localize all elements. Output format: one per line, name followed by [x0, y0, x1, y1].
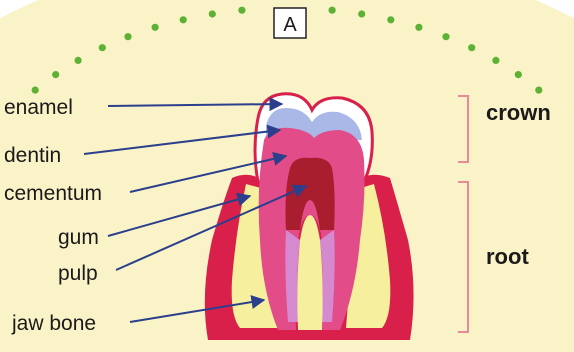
- arc-dot: [535, 87, 542, 94]
- arc-dot: [492, 57, 499, 64]
- arc-dot: [358, 10, 365, 17]
- label-dentin: dentin: [4, 144, 61, 167]
- label-enamel: enamel: [4, 96, 73, 119]
- arc-dot: [180, 16, 187, 23]
- arc-dot: [209, 10, 216, 17]
- arc-dot: [468, 44, 475, 51]
- label-pulp: pulp: [58, 262, 98, 285]
- arc-dot: [99, 44, 106, 51]
- arc-dot: [32, 87, 39, 94]
- arc-dot: [238, 7, 245, 14]
- panel-tag: A: [283, 14, 297, 36]
- arc-dot: [329, 7, 336, 14]
- arc-dot: [75, 57, 82, 64]
- label-cementum: cementum: [4, 182, 102, 205]
- arc-dot: [442, 33, 449, 40]
- label-jaw-bone: jaw bone: [11, 312, 96, 335]
- region-crown: crown: [486, 100, 551, 125]
- arc-dot: [515, 71, 522, 78]
- arc-dot: [124, 33, 131, 40]
- region-root: root: [486, 244, 529, 269]
- arc-dot: [52, 71, 59, 78]
- arc-dot: [415, 24, 422, 31]
- arc-dot: [387, 16, 394, 23]
- label-gum: gum: [58, 226, 99, 249]
- arc-dot: [152, 24, 159, 31]
